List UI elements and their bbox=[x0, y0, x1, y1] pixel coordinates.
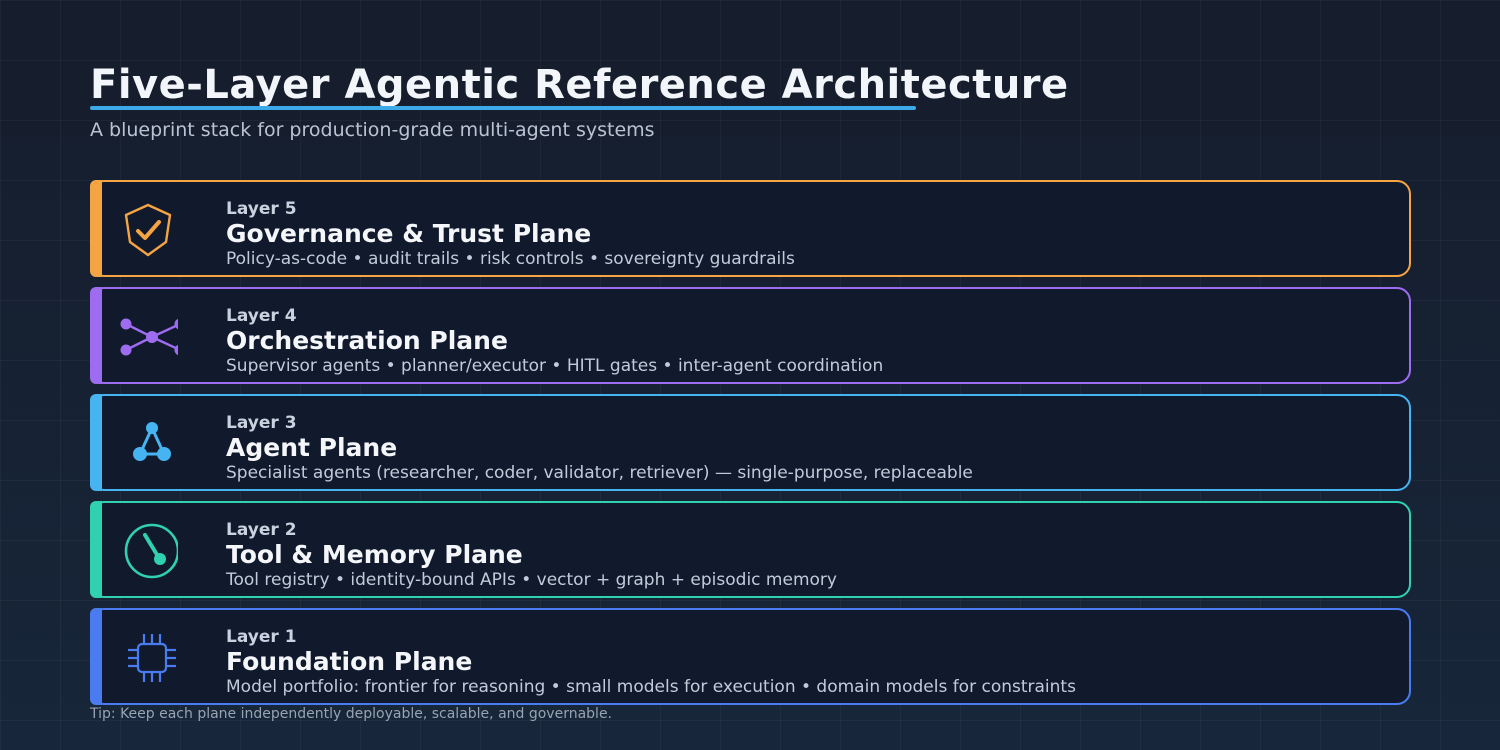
layer-5-description: Policy-as-code • audit trails • risk con… bbox=[226, 249, 795, 269]
gauge-dial-icon bbox=[118, 521, 178, 581]
layer-2-description: Tool registry • identity-bound APIs • ve… bbox=[226, 570, 837, 590]
layer-5-accent-bar bbox=[90, 180, 102, 277]
layer-3-card: Layer 3 Agent Plane Specialist agents (r… bbox=[90, 394, 1411, 491]
layer-3-accent-bar bbox=[90, 394, 102, 491]
layer-stack: Layer 5 Governance & Trust Plane Policy-… bbox=[90, 180, 1411, 715]
layer-2-card: Layer 2 Tool & Memory Plane Tool registr… bbox=[90, 501, 1411, 598]
chip-icon bbox=[118, 628, 178, 688]
network-hub-icon bbox=[118, 307, 178, 367]
layer-1-name: Foundation Plane bbox=[226, 647, 473, 676]
layer-3-name: Agent Plane bbox=[226, 433, 398, 462]
footer-tip: Tip: Keep each plane independently deplo… bbox=[90, 706, 613, 722]
layer-1-description: Model portfolio: frontier for reasoning … bbox=[226, 677, 1076, 697]
page-title: Five-Layer Agentic Reference Architectur… bbox=[90, 62, 1069, 108]
layer-4-name: Orchestration Plane bbox=[226, 326, 508, 355]
agent-triangle-icon bbox=[118, 414, 178, 474]
layer-4-card: Layer 4 Orchestration Plane Supervisor a… bbox=[90, 287, 1411, 384]
layer-2-name: Tool & Memory Plane bbox=[226, 540, 523, 569]
title-underline bbox=[90, 106, 916, 110]
layer-1-card: Layer 1 Foundation Plane Model portfolio… bbox=[90, 608, 1411, 705]
layer-4-label: Layer 4 bbox=[226, 306, 297, 326]
layer-5-card: Layer 5 Governance & Trust Plane Policy-… bbox=[90, 180, 1411, 277]
layer-5-name: Governance & Trust Plane bbox=[226, 219, 592, 248]
layer-1-accent-bar bbox=[90, 608, 102, 705]
layer-2-accent-bar bbox=[90, 501, 102, 598]
layer-3-label: Layer 3 bbox=[226, 413, 297, 433]
layer-5-label: Layer 5 bbox=[226, 199, 297, 219]
layer-4-accent-bar bbox=[90, 287, 102, 384]
layer-2-label: Layer 2 bbox=[226, 520, 297, 540]
layer-4-description: Supervisor agents • planner/executor • H… bbox=[226, 356, 884, 376]
page-subtitle: A blueprint stack for production-grade m… bbox=[90, 119, 655, 141]
shield-check-icon bbox=[118, 200, 178, 260]
layer-3-description: Specialist agents (researcher, coder, va… bbox=[226, 463, 973, 483]
layer-1-label: Layer 1 bbox=[226, 627, 297, 647]
